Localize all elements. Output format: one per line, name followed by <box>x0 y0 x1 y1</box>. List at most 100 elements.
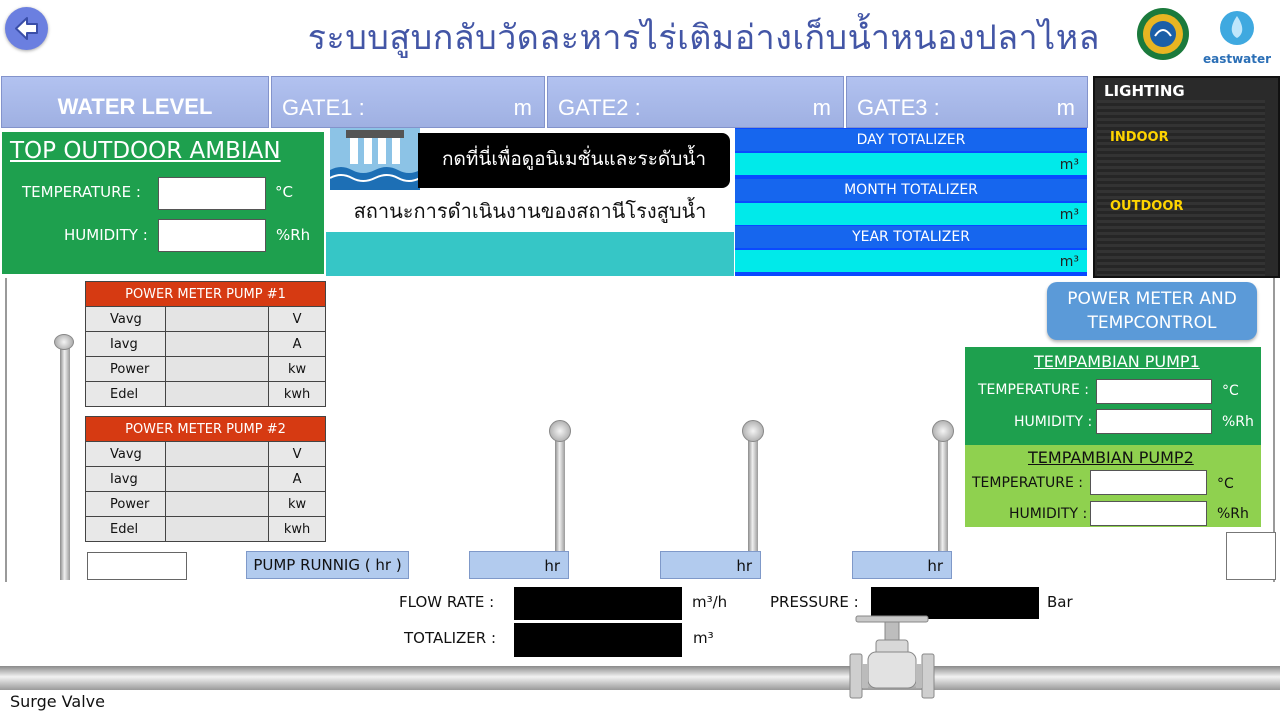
lighting-title: LIGHTING <box>1104 82 1185 100</box>
month-totalizer-value: m³ <box>735 203 1087 225</box>
outdoor-humidity-label: HUMIDITY : <box>64 226 148 244</box>
pump1-power-value <box>164 356 270 382</box>
pump1-edel-value <box>164 381 270 407</box>
water-drop-icon <box>1220 11 1254 45</box>
pump2-iavg-label: Iavg <box>85 466 166 492</box>
gate1-label: GATE1 : <box>282 95 365 120</box>
flow-totalizer-label: TOTALIZER : <box>404 629 497 647</box>
pump2-edel-value <box>164 516 270 542</box>
pump2-running-hours: hr <box>660 551 761 579</box>
pump3-pipe <box>938 432 948 552</box>
pump1-humidity-field <box>1096 409 1212 434</box>
flow-rate-value <box>514 587 682 620</box>
outdoor-temperature-label: TEMPERATURE : <box>22 183 141 201</box>
flow-totalizer-unit: m³ <box>693 629 714 647</box>
tempambian-pump2-title: TEMPAMBIAN PUMP2 <box>1028 448 1194 467</box>
pump1-iavg-label: Iavg <box>85 331 166 357</box>
pump1-temperature-field <box>1096 379 1212 404</box>
left-pipe-flange <box>54 334 74 350</box>
gate1-level: GATE1 : m <box>271 76 545 128</box>
pump-running-blank-box <box>87 552 187 580</box>
pump2-temperature-label: TEMPERATURE : <box>972 475 1083 491</box>
water-level-header: WATER LEVEL <box>1 76 269 128</box>
outdoor-temperature-unit: °C <box>275 183 293 201</box>
pump1-edel-unit: kwh <box>268 381 326 407</box>
pump2-edel-label: Edel <box>85 516 166 542</box>
pump2-humidity-field <box>1090 501 1207 526</box>
water-pump-animation-icon[interactable] <box>329 128 421 190</box>
gate2-label: GATE2 : <box>558 95 641 120</box>
right-equipment-box <box>1226 532 1276 580</box>
power-meter-button-line2: TEMPCONTROL <box>1087 313 1217 333</box>
pressure-value <box>871 587 1039 619</box>
month-totalizer-label: MONTH TOTALIZER <box>735 179 1087 201</box>
lighting-outdoor-label[interactable]: OUTDOOR <box>1110 199 1184 214</box>
left-pipe <box>60 342 70 580</box>
tempambian-pump1-title: TEMPAMBIAN PUMP1 <box>1034 352 1200 371</box>
back-button[interactable] <box>5 7 48 50</box>
outdoor-humidity-unit: %Rh <box>276 226 311 244</box>
gate3-level: GATE3 : m <box>846 76 1088 128</box>
pump2-humidity-unit: %Rh <box>1217 506 1249 522</box>
pump2-temperature-unit: °C <box>1217 476 1234 492</box>
pump2-power-unit: kw <box>268 491 326 517</box>
pump1-temperature-label: TEMPERATURE : <box>978 382 1089 398</box>
pump1-temperature-unit: °C <box>1222 383 1239 399</box>
pump2-pipe-flange <box>742 420 764 442</box>
surge-valve-icon[interactable] <box>848 614 936 700</box>
pressure-unit: Bar <box>1047 593 1073 611</box>
station-status-label: สถานะการดำเนินงานของสถานีโรงสูบน้ำ <box>326 190 734 232</box>
table-row: Edel kwh <box>85 516 326 542</box>
gate2-level: GATE2 : m <box>547 76 844 128</box>
gate2-unit: m <box>812 95 831 120</box>
pump2-edel-unit: kwh <box>268 516 326 542</box>
surge-valve-label: Surge Valve <box>10 692 105 711</box>
pump1-edel-label: Edel <box>85 381 166 407</box>
pump2-power-label: Power <box>85 491 166 517</box>
pump1-vavg-label: Vavg <box>85 306 166 332</box>
pump-running-label: PUMP RUNNIG ( hr ) <box>246 551 409 579</box>
gate3-unit: m <box>1056 95 1075 120</box>
view-animation-button[interactable]: กดที่นี่เพื่อดูอนิเมชั่นและระดับน้ำ <box>418 133 730 188</box>
power-meter-pump1-title: POWER METER PUMP #1 <box>85 281 326 307</box>
pump2-vavg-value <box>164 441 270 467</box>
power-meter-pump2-title: POWER METER PUMP #2 <box>85 416 326 442</box>
department-seal-logo <box>1135 6 1191 62</box>
power-meter-tempcontrol-button[interactable]: POWER METER AND TEMPCONTROL <box>1047 282 1257 340</box>
table-row: Edel kwh <box>85 381 326 407</box>
table-row: Power kw <box>85 356 326 382</box>
main-pipe <box>0 666 1280 690</box>
pump1-pipe <box>555 432 565 552</box>
day-totalizer-label: DAY TOTALIZER <box>735 129 1087 151</box>
outdoor-temperature-field <box>158 177 266 210</box>
eastwater-logo-text: eastwater <box>1202 52 1272 66</box>
pump1-humidity-unit: %Rh <box>1222 414 1254 430</box>
day-totalizer-value: m³ <box>735 153 1087 175</box>
table-row: Power kw <box>85 491 326 517</box>
year-totalizer-label: YEAR TOTALIZER <box>735 226 1087 248</box>
lighting-panel-texture <box>1097 100 1265 276</box>
pump1-running-hours: hr <box>469 551 569 579</box>
outdoor-humidity-field <box>158 219 266 252</box>
pump1-vavg-unit: V <box>268 306 326 332</box>
flow-totalizer-value <box>514 623 682 657</box>
pump2-humidity-label: HUMIDITY : <box>1009 506 1088 522</box>
pressure-label: PRESSURE : <box>770 593 859 611</box>
pump1-power-label: Power <box>85 356 166 382</box>
flow-rate-label: FLOW RATE : <box>399 593 495 611</box>
lighting-indoor-label[interactable]: INDOOR <box>1110 130 1169 145</box>
year-totalizer-value: m³ <box>735 250 1087 272</box>
pump2-vavg-unit: V <box>268 441 326 467</box>
gate1-unit: m <box>513 95 532 120</box>
pump1-power-unit: kw <box>268 356 326 382</box>
pump1-iavg-value <box>164 331 270 357</box>
pump3-pipe-flange <box>932 420 954 442</box>
page-title: ระบบสูบกลับวัดละหารไร่เติมอ่างเก็บน้ำหนอ… <box>307 18 1100 58</box>
eastwater-logo: eastwater <box>1202 8 1272 68</box>
pump1-iavg-unit: A <box>268 331 326 357</box>
